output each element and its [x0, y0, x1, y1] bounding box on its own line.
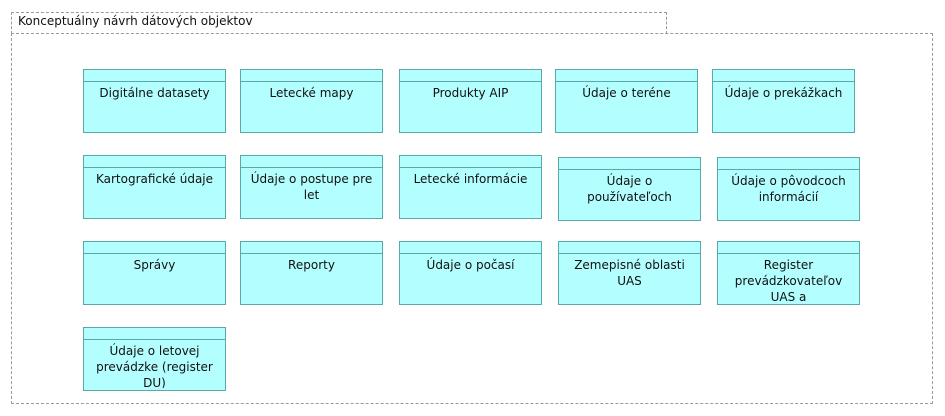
object-header	[713, 70, 854, 82]
data-object-letecke-mapy[interactable]: Letecké mapy	[240, 69, 383, 133]
object-header	[718, 158, 859, 170]
data-object-register-prevadzkovatelov-uas[interactable]: Register prevádzkovateľov UAS a	[717, 241, 860, 305]
object-label: Letecké mapy	[269, 86, 354, 100]
object-label: Údaje o teréne	[582, 86, 671, 100]
object-header	[241, 156, 382, 168]
object-header	[400, 156, 541, 168]
data-object-digitalne-datasety[interactable]: Digitálne datasety	[83, 69, 226, 133]
object-label: Zemepisné oblasti UAS	[574, 258, 685, 288]
object-header	[84, 70, 225, 82]
data-object-reporty[interactable]: Reporty	[240, 241, 383, 305]
data-object-spravy[interactable]: Správy	[83, 241, 226, 305]
object-header	[559, 158, 700, 170]
object-header	[241, 70, 382, 82]
data-object-kartograficke-udaje[interactable]: Kartografické údaje	[83, 155, 226, 219]
object-label: Reporty	[288, 258, 335, 272]
data-object-udaje-o-postupe-pre-let[interactable]: Údaje o postupe pre let	[240, 155, 383, 219]
object-label: Údaje o letovej prevádzke (register DU)	[96, 344, 213, 388]
object-label: Údaje o pôvodcoch informácií	[731, 174, 846, 204]
data-object-udaje-o-letovej-prevadzke[interactable]: Údaje o letovej prevádzke (register DU)	[83, 327, 226, 391]
data-object-udaje-o-pocasi[interactable]: Údaje o počasí	[399, 241, 542, 305]
object-label: Údaje o počasí	[426, 258, 515, 272]
object-label: Register prevádzkovateľov UAS a	[734, 258, 843, 302]
object-header	[559, 242, 700, 254]
data-object-produkty-aip[interactable]: Produkty AIP	[399, 69, 542, 133]
object-header	[400, 242, 541, 254]
group-title: Konceptuálny návrh dátových objektov	[18, 14, 253, 28]
object-header	[556, 70, 697, 82]
object-header	[241, 242, 382, 254]
object-label: Digitálne datasety	[99, 86, 210, 100]
data-object-udaje-o-terene[interactable]: Údaje o teréne	[555, 69, 698, 133]
object-label: Údaje o prekážkach	[724, 86, 843, 100]
group-frame[interactable]	[11, 33, 933, 404]
data-object-udaje-o-povodcoch-informacii[interactable]: Údaje o pôvodcoch informácií	[717, 157, 860, 221]
object-label: Údaje o postupe pre let	[250, 172, 373, 202]
group-tab	[11, 12, 667, 34]
data-object-udaje-o-pouzivateloch[interactable]: Údaje o používateľoch	[558, 157, 701, 221]
data-object-udaje-o-prekazkach[interactable]: Údaje o prekážkach	[712, 69, 855, 133]
object-header	[84, 156, 225, 168]
data-object-letecke-informacie[interactable]: Letecké informácie	[399, 155, 542, 219]
object-label: Kartografické údaje	[95, 172, 214, 186]
object-header	[84, 242, 225, 254]
object-header	[718, 242, 859, 254]
object-header	[84, 328, 225, 340]
data-object-zemepisne-oblasti-uas[interactable]: Zemepisné oblasti UAS	[558, 241, 701, 305]
object-label: Letecké informácie	[413, 172, 528, 186]
object-label: Správy	[133, 258, 176, 272]
object-label: Údaje o používateľoch	[587, 174, 672, 204]
object-label: Produkty AIP	[432, 86, 509, 100]
object-header	[400, 70, 541, 82]
